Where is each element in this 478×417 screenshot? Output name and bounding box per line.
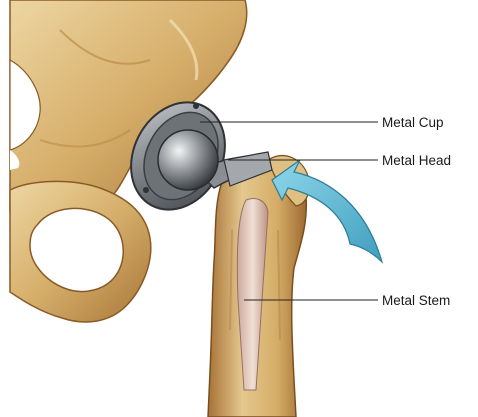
femur-bone xyxy=(208,156,309,417)
metal-head-label: Metal Head xyxy=(382,153,451,168)
metal-cup-label: Metal Cup xyxy=(382,115,444,130)
metal-stem-label: Metal Stem xyxy=(382,293,450,308)
